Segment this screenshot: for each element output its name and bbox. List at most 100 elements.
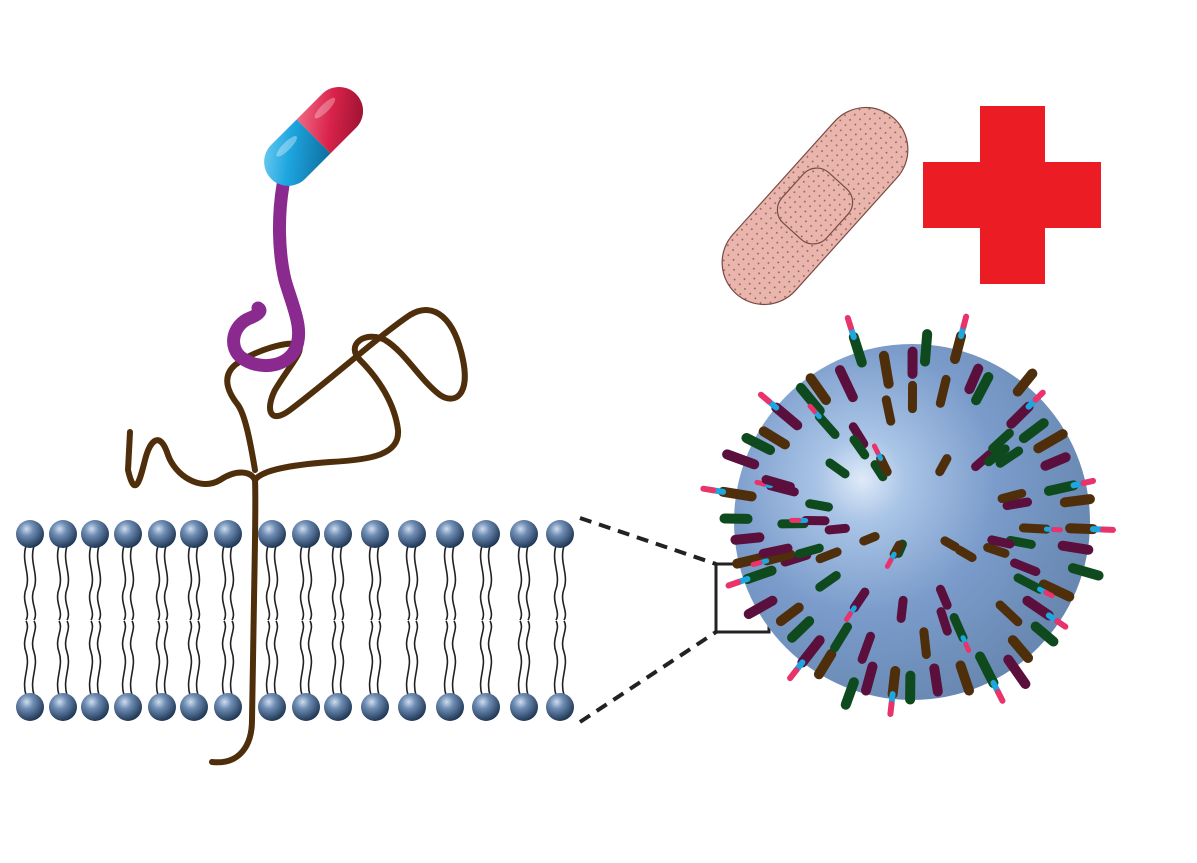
lipid-tail xyxy=(195,620,201,696)
nanoparticle-ligand xyxy=(1057,540,1094,555)
lipid-tail xyxy=(331,620,337,696)
ligand-tag xyxy=(843,611,853,622)
lipid-head xyxy=(472,693,500,721)
lipid-tail xyxy=(31,545,37,621)
lipid-tail xyxy=(487,545,493,621)
nanoparticle-ligand xyxy=(1018,523,1051,534)
nanoparticle-ligand xyxy=(987,535,1015,549)
lipid-tail xyxy=(221,620,227,696)
nanoparticle-ligand xyxy=(1033,429,1068,454)
nanoparticle-ligand xyxy=(825,458,850,479)
nanoparticle-ligand xyxy=(949,613,968,643)
lipid-head xyxy=(510,693,538,721)
lipid-tail xyxy=(553,620,559,696)
lipid-tail xyxy=(553,545,559,621)
lipid-head xyxy=(81,693,109,721)
nanoparticle-ligand xyxy=(824,523,850,535)
lipid-head xyxy=(361,693,389,721)
ligand-tag xyxy=(750,560,763,567)
lipid-head xyxy=(361,520,389,548)
lipid-tail xyxy=(525,545,531,621)
nanoparticle-icon xyxy=(700,313,1116,717)
lipid-tail xyxy=(229,620,235,696)
nanoparticle-ligand xyxy=(762,549,796,566)
nanoparticle-ligand xyxy=(1067,563,1104,581)
lipid-head xyxy=(292,693,320,721)
nanoparticle-ligand xyxy=(834,365,858,403)
nanoparticle-ligand xyxy=(849,435,870,460)
nanoparticle-ligand xyxy=(949,330,967,365)
lipid-tail xyxy=(163,620,169,696)
ligand-tag xyxy=(884,557,894,569)
nanoparticle-ligand xyxy=(761,475,795,492)
lipid-tail xyxy=(265,620,271,696)
nanoparticle-ligand xyxy=(730,532,765,545)
lipid-tail xyxy=(265,545,271,621)
nanoparticle-ligand xyxy=(805,373,831,406)
lipid-head xyxy=(16,520,44,548)
ligand-tag xyxy=(757,391,772,405)
lipid-tail xyxy=(451,545,457,621)
nanoparticle-ligand xyxy=(971,371,994,406)
lipid-tail xyxy=(443,545,449,621)
nanoparticle-ligand xyxy=(840,677,859,710)
lipid-head xyxy=(258,520,286,548)
ligand-tag xyxy=(844,314,854,331)
ligand-tag xyxy=(754,479,767,487)
lipid-tail xyxy=(368,545,374,621)
lipid-head xyxy=(324,693,352,721)
nanoparticle-ligand xyxy=(849,587,870,613)
lipid-tail xyxy=(155,545,161,621)
lipid-tail xyxy=(56,620,62,696)
bandage-icon xyxy=(721,106,909,306)
lipid-head xyxy=(436,520,464,548)
nanoparticle-ligand xyxy=(742,565,777,584)
lipid-tail xyxy=(339,545,345,621)
nanoparticle-ligand xyxy=(940,536,960,552)
lipid-tail xyxy=(163,545,169,621)
nanoparticle-ligand xyxy=(887,666,901,700)
lipid-tail xyxy=(273,545,279,621)
lipid-tail xyxy=(129,545,135,621)
lipid-head xyxy=(324,520,352,548)
nanoparticle-ligand xyxy=(758,426,790,450)
lipid-tail xyxy=(64,620,70,696)
ligand-tag xyxy=(1032,389,1046,403)
lipid-tail xyxy=(525,620,531,696)
nanoparticle-ligand xyxy=(722,449,760,470)
nanoparticle-ligand xyxy=(995,446,1024,468)
lipid-tail xyxy=(129,620,135,696)
lipid-head xyxy=(114,693,142,721)
lipid-tail xyxy=(405,545,411,621)
nanoparticle-ligand xyxy=(955,660,975,696)
lipid-tail xyxy=(121,545,127,621)
lipid-tail xyxy=(299,545,305,621)
lipid-head xyxy=(114,520,142,548)
lipid-head xyxy=(292,520,320,548)
ligand-tag xyxy=(1054,618,1069,630)
lipid-head xyxy=(546,520,574,548)
ligand-tag xyxy=(994,688,1006,704)
lipid-tail xyxy=(299,620,305,696)
nanoparticle-ligand xyxy=(758,543,793,558)
lipid-head xyxy=(148,693,176,721)
nanoparticle-ligand xyxy=(787,616,815,643)
nanoparticle-ligand xyxy=(1003,654,1031,690)
lipid-tail xyxy=(23,545,29,621)
ligand-tag xyxy=(960,313,970,330)
nanoparticle-ligand xyxy=(771,402,803,431)
nanoparticle-ligand xyxy=(815,547,842,564)
lipid-tail xyxy=(479,620,485,696)
nanoparticle-ligand xyxy=(1010,558,1041,577)
lipid-head xyxy=(398,520,426,548)
lipid-tail xyxy=(187,620,193,696)
nanoparticle-ligand xyxy=(929,663,943,697)
nanoparticle-ligand xyxy=(935,454,952,477)
lipid-bilayer xyxy=(16,520,574,721)
nanoparticle-ligand xyxy=(983,542,1010,558)
lipid-head xyxy=(148,520,176,548)
nanoparticle-ligand xyxy=(954,545,977,563)
lipid-tail xyxy=(517,545,523,621)
lipid-head xyxy=(180,693,208,721)
